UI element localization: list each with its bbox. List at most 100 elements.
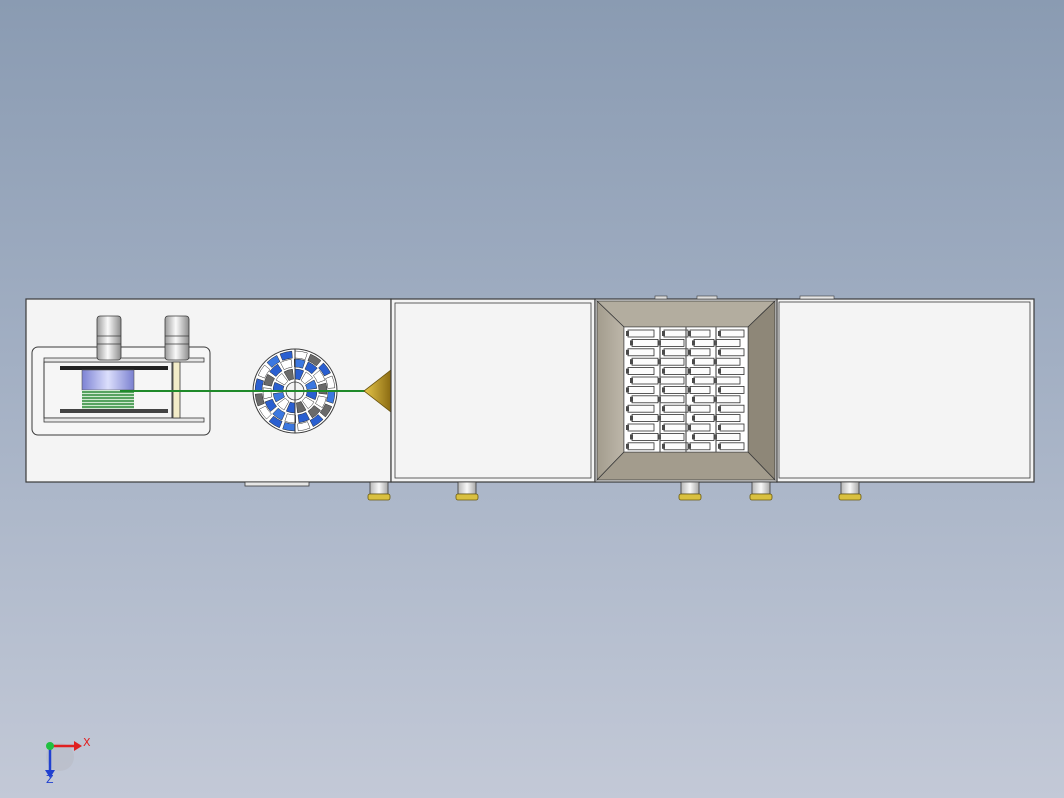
top-plate xyxy=(43,357,205,363)
filament-coil xyxy=(82,390,134,409)
knob-right[interactable] xyxy=(164,315,190,361)
blade-spacer xyxy=(626,349,629,355)
blade-spacer xyxy=(692,359,695,365)
blade-spacer xyxy=(662,368,665,374)
blade-spacer xyxy=(630,340,633,346)
fan-segment xyxy=(264,398,277,412)
blade-disc xyxy=(659,357,685,366)
fan-segment xyxy=(325,375,336,389)
blade-disc xyxy=(715,395,741,404)
blade-spacer xyxy=(718,349,721,355)
blade-disc xyxy=(719,385,745,394)
fan-segment xyxy=(268,415,283,429)
blade-disc xyxy=(719,367,745,376)
blade-disc xyxy=(693,432,715,441)
fan-segment xyxy=(300,371,314,385)
blade-disc xyxy=(631,395,659,404)
leveling-foot xyxy=(678,481,702,501)
fan-segment xyxy=(304,361,318,375)
fan-segment xyxy=(294,368,305,381)
blade-disc xyxy=(715,414,741,423)
blade-disc xyxy=(689,367,711,376)
blade-disc xyxy=(689,329,711,338)
fan-segment xyxy=(259,405,272,420)
blade-disc xyxy=(689,348,711,357)
fan-segment xyxy=(307,405,321,419)
blade-disc xyxy=(719,442,745,451)
blade-disc xyxy=(659,338,685,347)
blade-spacer xyxy=(662,331,665,336)
blade-disc xyxy=(719,423,745,432)
blade-disc xyxy=(663,367,689,376)
blade-disc xyxy=(715,376,741,385)
fan-segment xyxy=(297,421,311,432)
end-section[interactable] xyxy=(776,295,1035,483)
z-axis-arrowhead xyxy=(45,770,55,778)
blade-disc xyxy=(689,442,711,451)
blade-disc xyxy=(719,404,745,413)
blade-spacer xyxy=(626,443,629,449)
knob-left[interactable] xyxy=(96,315,122,361)
fan-segment xyxy=(254,393,265,407)
blade-spacer xyxy=(688,443,691,449)
fan-segment xyxy=(280,358,293,370)
blade-disc xyxy=(631,432,659,441)
fan-segment xyxy=(262,387,273,400)
fan-segment xyxy=(266,355,281,368)
fan-segment xyxy=(313,370,326,384)
blade-disc xyxy=(689,404,711,413)
blade-disc xyxy=(663,423,689,432)
triad-origin-shade xyxy=(46,743,74,771)
blade-spacer xyxy=(630,396,633,402)
fan-segment xyxy=(301,396,315,410)
fan-segment xyxy=(305,379,318,390)
blade-spacer xyxy=(688,368,691,374)
x-axis-arrowhead xyxy=(74,741,82,751)
blade-disc xyxy=(659,395,685,404)
heater-section[interactable] xyxy=(390,298,596,483)
fan-segment xyxy=(285,401,296,414)
fan-segment xyxy=(269,363,283,377)
fan-segment xyxy=(257,364,271,379)
shredder-blades xyxy=(623,326,749,453)
y-axis-dot xyxy=(46,742,54,750)
blade-disc xyxy=(663,404,689,413)
z-axis-label: Z xyxy=(46,773,54,786)
blade-disc xyxy=(627,442,655,451)
fan-segment xyxy=(318,362,331,377)
fan-segment xyxy=(294,350,308,360)
x-axis-label: X xyxy=(83,736,91,749)
blade-spacer xyxy=(630,378,633,383)
fan-segment xyxy=(326,390,336,404)
blade-disc xyxy=(631,338,659,347)
blade-spacer xyxy=(718,387,721,393)
blade-spacer xyxy=(662,425,665,430)
blade-disc xyxy=(663,442,689,451)
fan-segment xyxy=(275,372,289,386)
blade-spacer xyxy=(718,406,721,412)
blade-spacer xyxy=(688,331,691,336)
blade-spacer xyxy=(692,396,695,402)
blade-spacer xyxy=(662,349,665,355)
orientation-triad: X Z xyxy=(45,736,91,786)
blade-disc xyxy=(659,414,685,423)
blade-disc xyxy=(627,367,655,376)
blade-disc xyxy=(693,376,715,385)
fan-segment xyxy=(296,401,307,414)
blade-spacer xyxy=(718,443,721,449)
blade-disc xyxy=(631,414,659,423)
blade-spacer xyxy=(688,406,691,412)
blade-spacer xyxy=(630,415,633,421)
blade-disc xyxy=(663,329,689,338)
blade-disc xyxy=(627,348,655,357)
blade-disc xyxy=(715,338,741,347)
blade-spacer xyxy=(688,387,691,393)
blade-disc xyxy=(689,423,711,432)
fan-segment xyxy=(317,382,328,395)
blade-disc xyxy=(719,329,745,338)
blade-disc xyxy=(693,338,715,347)
blade-spacer xyxy=(692,378,695,383)
fan-segment xyxy=(276,397,290,411)
spool-flange-bottom xyxy=(60,409,168,413)
